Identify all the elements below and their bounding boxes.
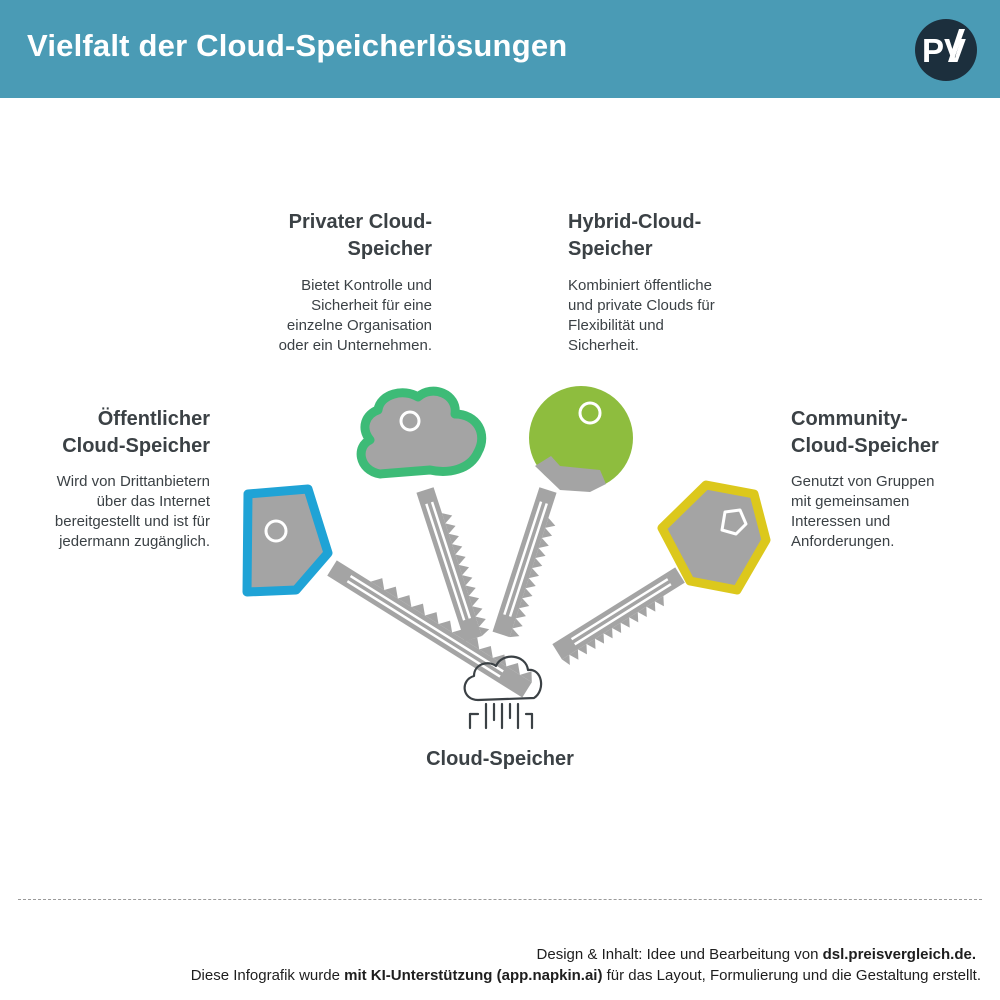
community-text-line: Interessen und	[791, 513, 891, 530]
community-text-line: mit gemeinsamen	[791, 493, 910, 510]
key-community	[551, 480, 771, 669]
public-text-line: über das Internet	[96, 493, 210, 510]
key-hybrid	[491, 386, 633, 642]
footer-divider	[18, 899, 982, 900]
credit2-prefix: Diese Infografik wurde	[190, 967, 345, 984]
credit2-bold: mit KI-Unterstützung (app.napkin.ai)	[344, 967, 603, 984]
hybrid-text-line: Kombiniert öffentliche	[568, 277, 712, 294]
public-title-line1: Öffentlicher	[97, 408, 210, 430]
private-text-line: Bietet Kontrolle und	[301, 277, 432, 294]
pv-logo: PV	[915, 19, 977, 81]
public-text-line: bereitgestellt und ist für	[54, 513, 210, 530]
private-title-line1: Privater Cloud-	[288, 211, 432, 233]
community-description: Genutzt von Gruppen mit gemeinsamen Inte…	[791, 472, 981, 552]
community-text-line: Genutzt von Gruppen	[791, 473, 935, 490]
center-label: Cloud-Speicher	[426, 748, 574, 770]
public-description: Wird von Drittanbietern über das Interne…	[20, 472, 210, 552]
cloud-storage-icon	[463, 655, 543, 730]
hybrid-text-line: und private Clouds für	[568, 297, 715, 314]
header-bar: Vielfalt der Cloud-Speicherlösungen PV	[0, 0, 1000, 98]
private-title-line2: Speicher	[347, 238, 432, 260]
private-text-line: einzelne Organisation	[286, 317, 432, 334]
private-text-line: oder ein Unternehmen.	[278, 337, 432, 354]
public-title-line2: Cloud-Speicher	[62, 435, 210, 457]
credit2-suffix: für das Layout, Formulierung und die Ges…	[602, 967, 981, 984]
page-title: Vielfalt der Cloud-Speicherlösungen	[27, 28, 568, 63]
hybrid-title: Hybrid-Cloud- Speicher	[568, 209, 768, 263]
public-title: Öffentlicher Cloud-Speicher	[30, 406, 210, 460]
credit-line-2: Diese Infografik wurde mit KI-Unterstütz…	[191, 967, 981, 984]
private-description: Bietet Kontrolle und Sicherheit für eine…	[242, 276, 432, 356]
credit1-prefix: Design & Inhalt: Idee und Bearbeitung vo…	[536, 946, 823, 963]
hybrid-text-line: Flexibilität und	[568, 317, 664, 334]
private-title: Privater Cloud- Speicher	[252, 209, 432, 263]
community-text-line: Anforderungen.	[791, 533, 895, 550]
credit1-link: dsl.preisvergleich.de.	[822, 946, 976, 963]
hybrid-title-line1: Hybrid-Cloud-	[568, 211, 702, 233]
key-private	[356, 386, 492, 643]
credit-line-1: Design & Inhalt: Idee und Bearbeitung vo…	[537, 946, 976, 963]
public-text-line: Wird von Drittanbietern	[56, 473, 210, 490]
community-title: Community- Cloud-Speicher	[791, 406, 981, 460]
public-text-line: jedermann zugänglich.	[59, 533, 210, 550]
community-title-line2: Cloud-Speicher	[791, 435, 939, 457]
key-public	[242, 484, 538, 699]
hybrid-text-line: Sicherheit.	[568, 337, 639, 354]
hybrid-description: Kombiniert öffentliche und private Cloud…	[568, 276, 768, 356]
community-title-line1: Community-	[791, 408, 908, 430]
hybrid-title-line2: Speicher	[568, 238, 653, 260]
private-text-line: Sicherheit für eine	[311, 297, 432, 314]
